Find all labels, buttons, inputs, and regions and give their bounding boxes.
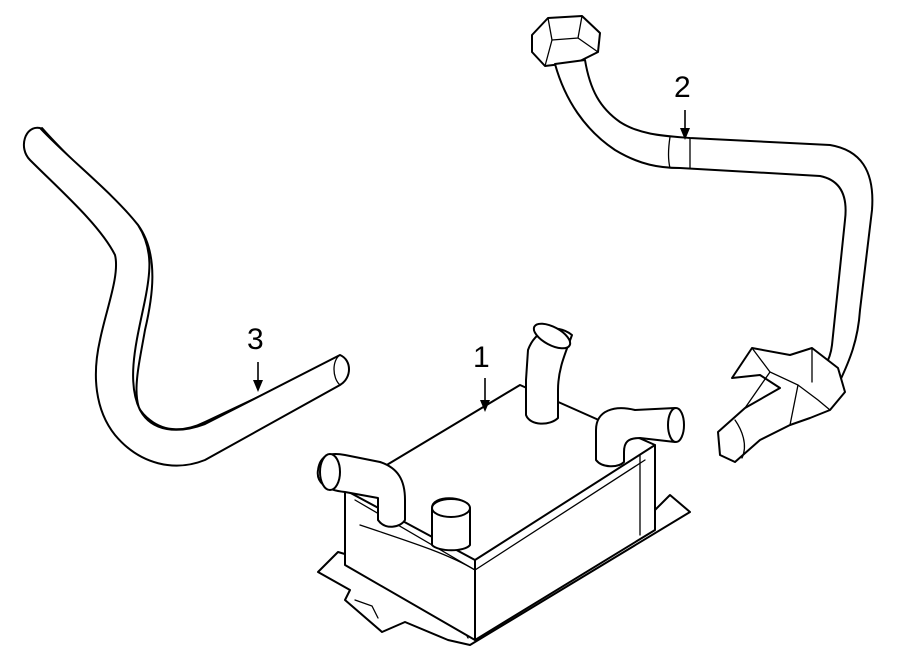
part-2-pipe[interactable] bbox=[531, 15, 874, 463]
callout-3-arrow-icon bbox=[253, 380, 263, 392]
callout-2-arrow-icon bbox=[680, 128, 690, 140]
callout-2: 2 bbox=[674, 71, 691, 140]
callout-1-arrow-icon bbox=[480, 400, 490, 412]
part-3-hose[interactable] bbox=[22, 126, 350, 467]
callout-3-number: 3 bbox=[247, 323, 264, 356]
callout-1-number: 1 bbox=[473, 341, 490, 374]
callout-3: 3 bbox=[247, 323, 264, 392]
callout-1: 1 bbox=[473, 341, 490, 412]
part-1-oil-cooler[interactable] bbox=[316, 319, 691, 646]
callout-2-number: 2 bbox=[674, 71, 691, 104]
